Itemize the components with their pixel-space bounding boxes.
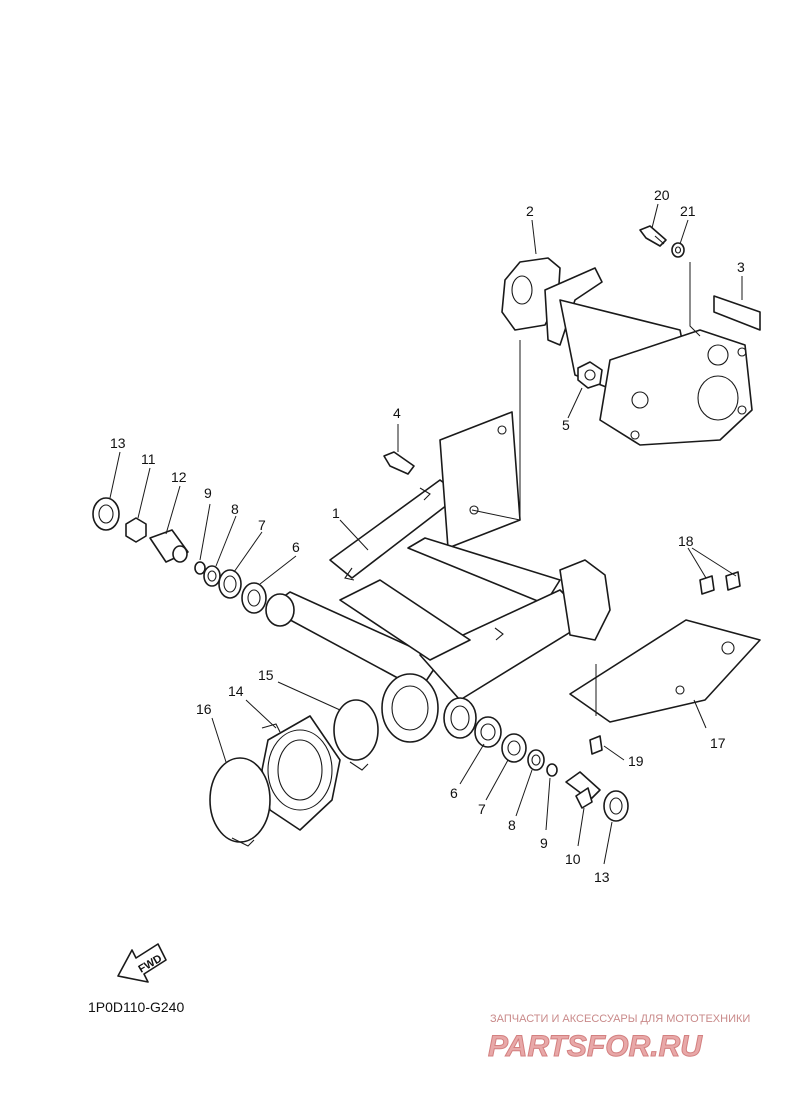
cap-part-13-left [92,497,120,531]
callout-9-left: 9 [204,485,212,501]
cover-part-17 [569,619,761,723]
callout-19: 19 [628,753,644,769]
cap-part-13-right [603,790,629,822]
bearing-part-6-left [241,582,267,614]
callout-11: 11 [141,451,156,467]
axle-housing-part-2 [501,257,753,446]
callout-13-right: 13 [594,869,610,885]
callout-21: 21 [680,203,696,219]
callout-2: 2 [526,203,534,219]
washer-part-8-left [203,565,221,587]
label-plate-part-3 [713,295,761,331]
watermark-tagline: ЗАПЧАСТИ И АКСЕССУАРЫ ДЛЯ МОТОТЕХНИКИ [490,1013,750,1025]
leader-lines [109,203,743,865]
oil-seal-part-7-left [218,569,242,599]
callout-labels: 1 2 3 4 5 6 7 8 9 11 12 13 14 15 16 17 1… [110,187,745,885]
nut-part-5 [577,361,603,389]
nut-part-11 [125,517,147,543]
bearing-part-6-right [474,716,502,748]
callout-6-left: 6 [292,539,300,555]
swingarm-part-1 [265,411,611,743]
callout-13-left: 13 [110,435,126,451]
callout-12: 12 [171,469,187,485]
callout-20: 20 [654,187,670,203]
callout-7-left: 7 [258,517,266,533]
boot-part-14 [261,715,341,831]
callout-15: 15 [258,667,274,683]
callout-16: 16 [196,701,212,717]
callout-7-right: 7 [478,801,486,817]
callout-6-right: 6 [450,785,458,801]
screw-part-19 [589,735,603,755]
callout-4: 4 [393,405,401,421]
callout-3: 3 [737,259,745,275]
oil-seal-part-7-right [501,733,527,763]
collar-part-12 [149,529,189,563]
watermark: ЗАПЧАСТИ И АКСЕССУАРЫ ДЛЯ МОТОТЕХНИКИ PA… [488,1013,751,1064]
callout-17: 17 [710,735,726,751]
washer-part-21 [671,242,685,258]
callout-8-right: 8 [508,817,516,833]
clip-part-18 [699,571,741,595]
pivot-shaft-part-10 [565,771,601,809]
watermark-logo: PARTSFOR.RU [488,1030,703,1063]
bolt-part-4 [383,451,415,475]
oring-part-9-right [546,763,558,777]
callout-1: 1 [332,505,340,521]
callout-5: 5 [562,417,570,433]
band-part-16 [209,757,271,847]
callout-14: 14 [228,683,244,699]
washer-part-8-right [527,749,545,771]
oring-part-9-left [194,561,206,575]
callout-10: 10 [565,851,581,867]
callout-8-left: 8 [231,501,239,517]
bolt-part-20 [639,225,667,247]
fwd-arrow-icon: FWD [117,943,167,983]
band-part-15 [333,699,379,771]
diagram-code: 1P0D110-G240 [88,999,184,1015]
callout-18: 18 [678,533,694,549]
callout-9-right: 9 [540,835,548,851]
